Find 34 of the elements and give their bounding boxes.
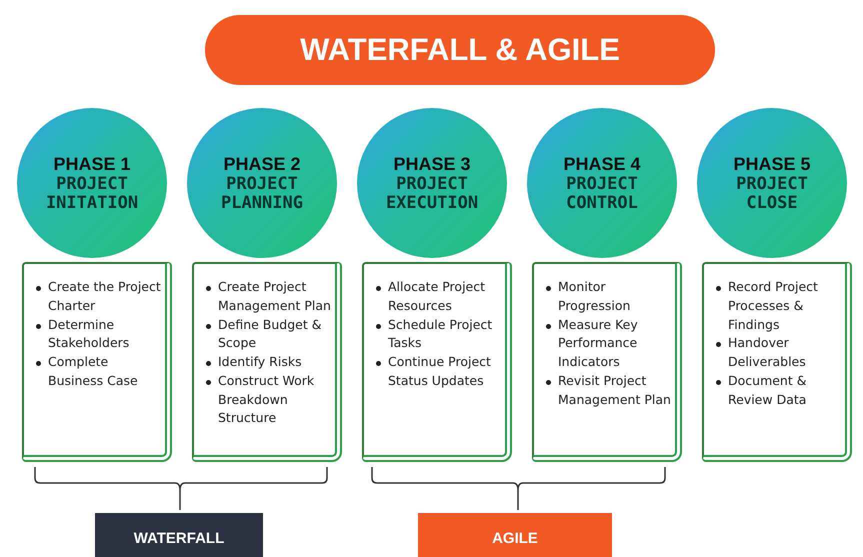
method-label: WATERFALL [95,513,263,557]
list-item: Record Project Processes & Findings [714,278,841,334]
phase-name: PROJECT INITATION [44,174,140,212]
task-card [532,262,682,462]
list-item: Handover Deliverables [714,334,841,372]
phase-number: PHASE 1 [53,154,131,175]
list-item: Allocate Project Resources [374,278,501,316]
list-item: Create Project Management Plan [204,278,331,316]
phase-name: PROJECT CLOSE [735,174,809,212]
list-item: Determine Stakeholders [34,316,161,353]
phase-name: PROJECT CONTROL [565,174,639,212]
list-item: Revisit Project Management Plan [544,372,671,410]
method-label: AGILE [418,513,612,557]
list-item: Monitor Progression [544,278,671,316]
list-item: Document & Review Data [714,372,841,410]
phase-number: PHASE 3 [393,154,471,175]
phase-number: PHASE 2 [223,154,301,175]
list-item: Identify Risks [204,353,331,372]
task-card [702,262,852,462]
phase-number: PHASE 5 [733,154,811,175]
list-item: Continue Project Status Updates [374,353,501,390]
list-item: Measure Key Performance Indicators [544,316,671,372]
list-item: Define Budget & Scope [204,316,331,353]
list-item: Complete Business Case [34,353,161,390]
phase-name: PROJECT PLANNING [220,174,304,212]
task-card [192,262,342,462]
list-item: Construct Work Breakdown Structure [204,372,331,428]
task-card [22,262,172,462]
list-item: Schedule Project Tasks [374,316,501,353]
phase-name: PROJECT EXECUTION [384,174,480,212]
phase-number: PHASE 4 [563,154,641,175]
title-banner: WATERFALL & AGILE [205,15,715,85]
task-card [362,262,512,462]
list-item: Create the Project Charter [34,278,161,316]
